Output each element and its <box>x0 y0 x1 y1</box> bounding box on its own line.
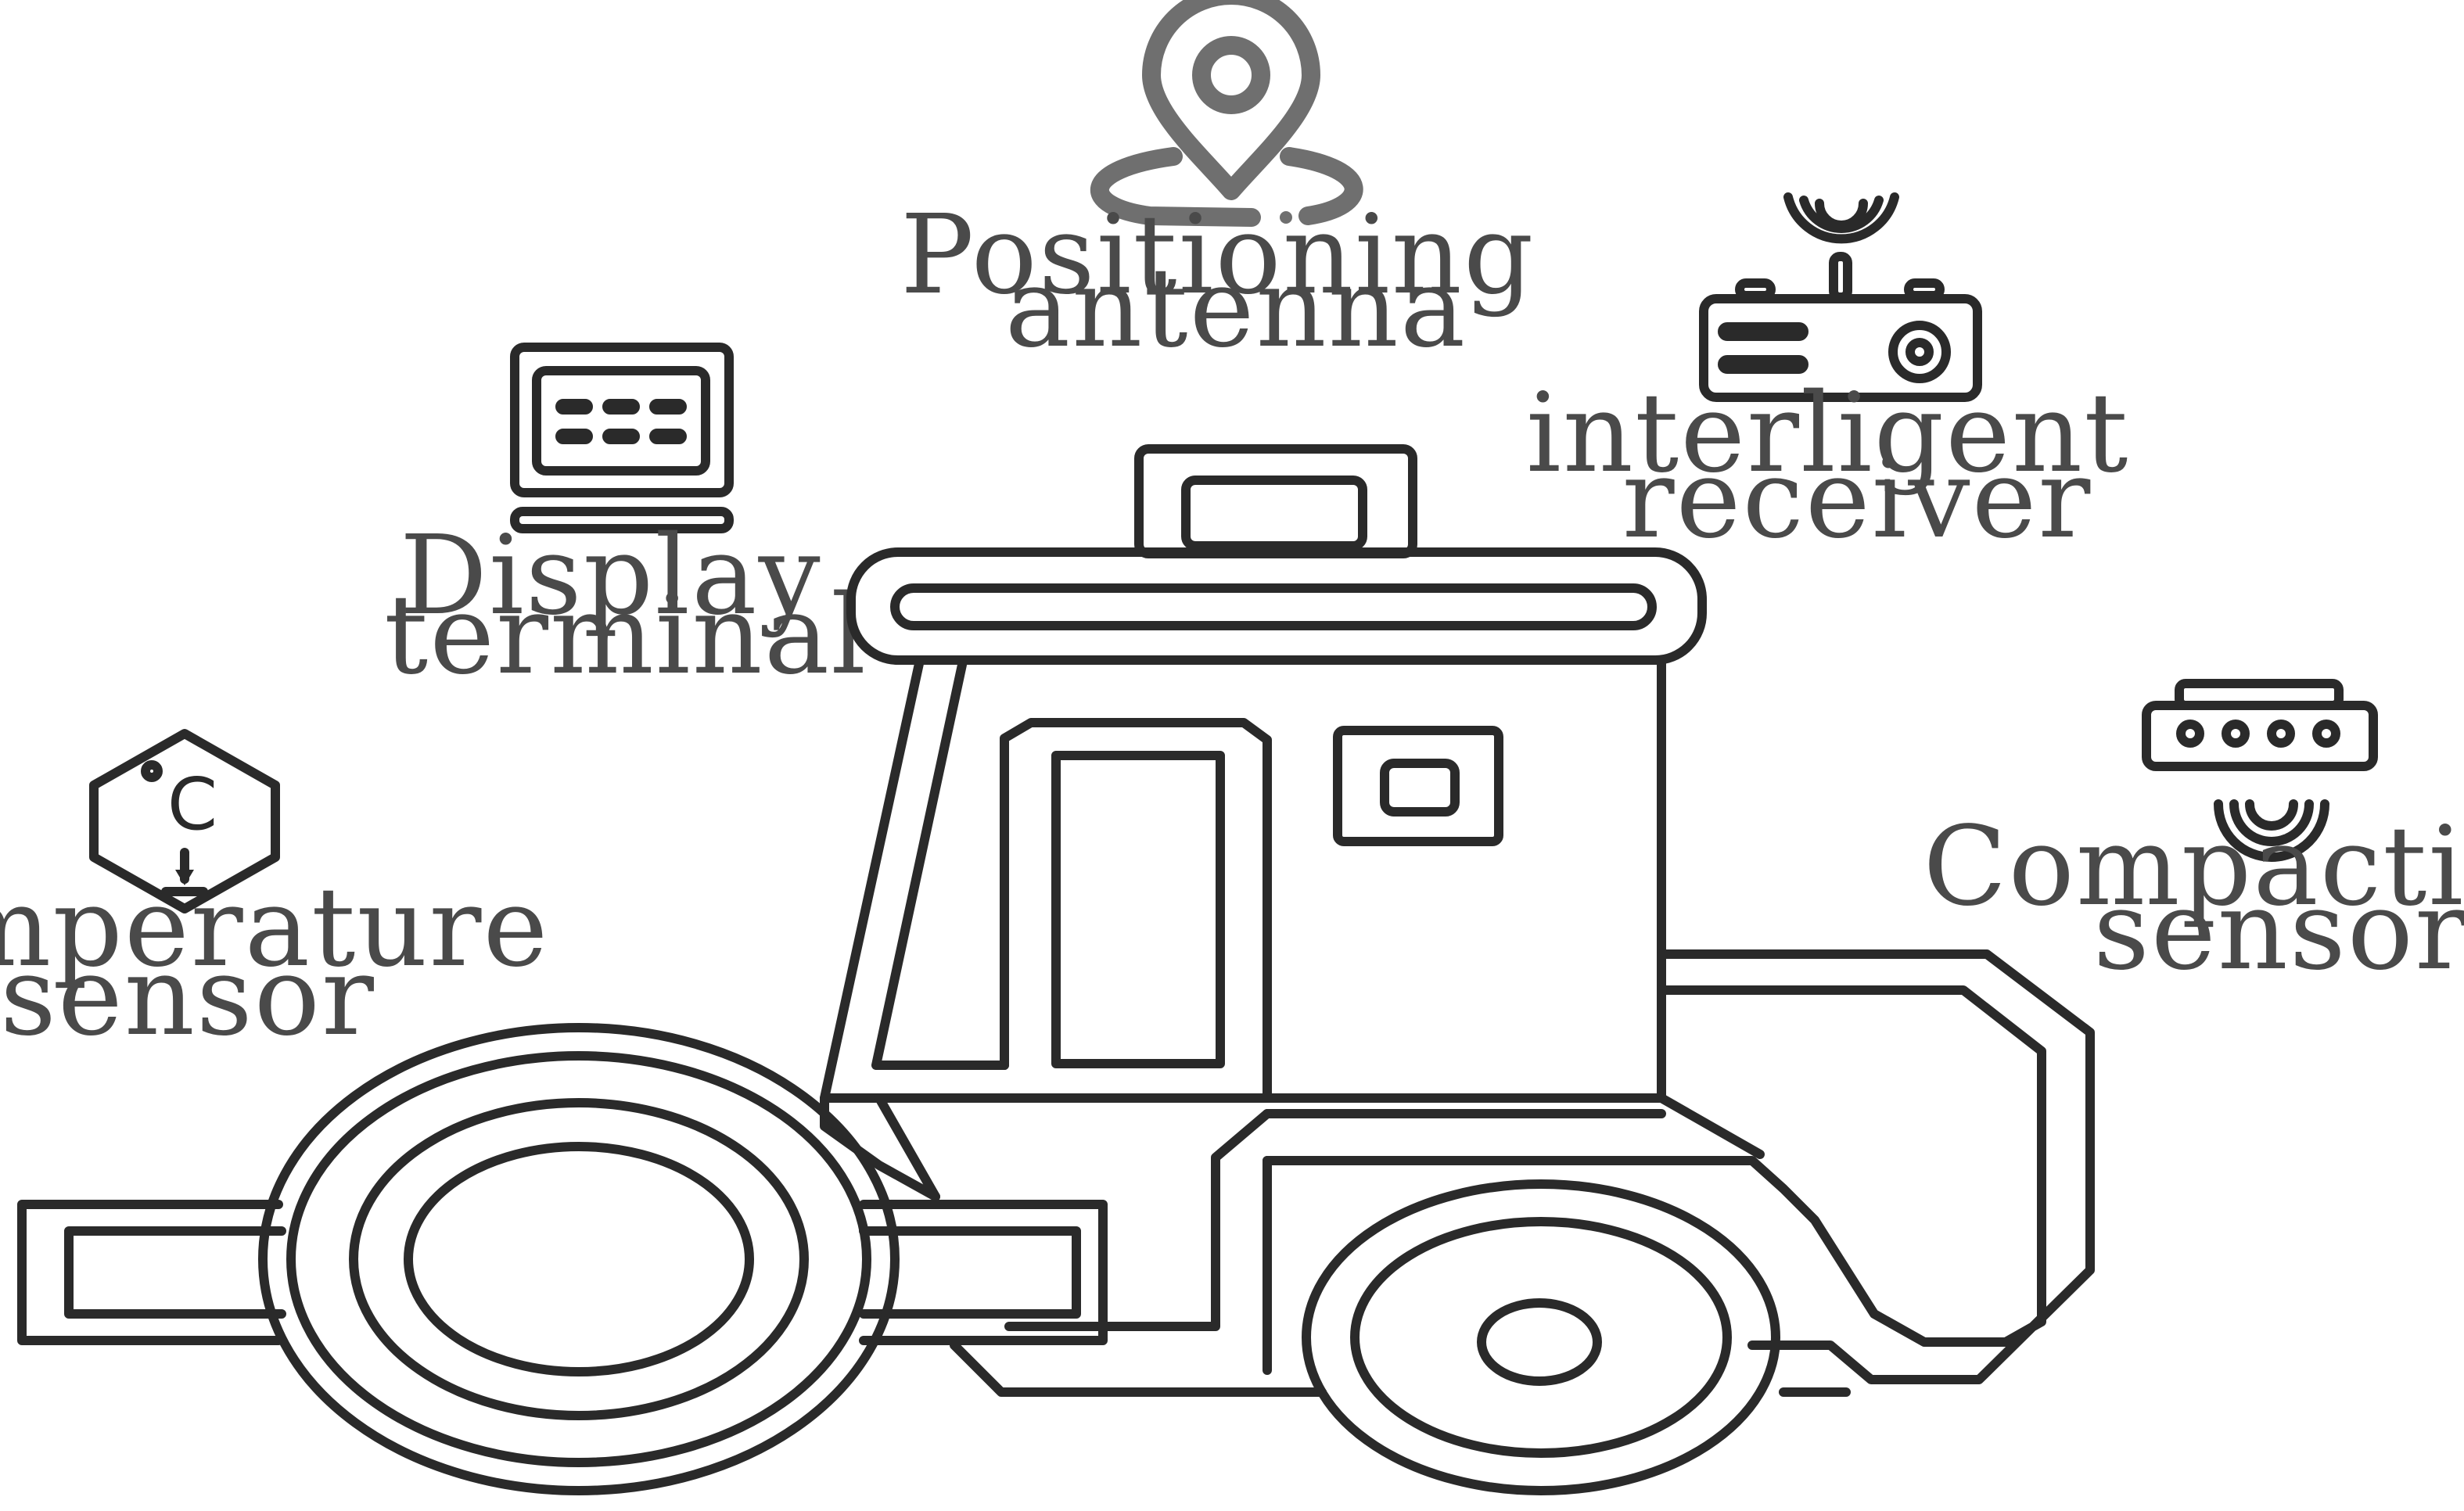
side-window-inner <box>1380 759 1460 817</box>
door-window <box>1051 751 1225 1068</box>
radio-receiver-icon <box>1699 192 1982 402</box>
front-drum-outer <box>258 1023 900 1495</box>
compacting-sensor-label: Compacting sensor <box>1923 803 2464 995</box>
front-frame <box>17 1200 1108 1345</box>
thermometer-hexagon-icon: C <box>89 729 280 913</box>
roof <box>846 547 1707 665</box>
location-pin-icon <box>1090 0 1363 227</box>
roof-stripe <box>890 583 1657 630</box>
rear-wheel-hub <box>1477 1298 1602 1386</box>
display-terminal-label: Display terminal <box>384 512 867 699</box>
sensor-strip-icon <box>2142 679 2378 862</box>
roller-compactor <box>17 444 2095 1495</box>
roof-module <box>1134 444 1417 558</box>
roof-module-window <box>1181 476 1367 551</box>
laptop-terminal-icon <box>510 343 734 533</box>
side-window <box>1333 726 1503 846</box>
rear-body-outer <box>1466 949 2095 1384</box>
positioning-antenna-label: Positioning antenna <box>900 192 1571 372</box>
intelligent-receiver-label: interligent receiver <box>1526 370 2166 563</box>
rear-wheel-inner <box>1350 1217 1732 1458</box>
cab-door <box>1000 718 1272 1103</box>
front-drum-ring <box>286 1051 871 1467</box>
rear-wheel-outer <box>1302 1179 1780 1495</box>
temperature-sensor-label: Temperature sensor <box>0 864 586 1061</box>
front-drum-hub <box>404 1142 754 1376</box>
front-drum-mid <box>349 1098 809 1420</box>
celsius-symbol: C <box>167 763 217 846</box>
